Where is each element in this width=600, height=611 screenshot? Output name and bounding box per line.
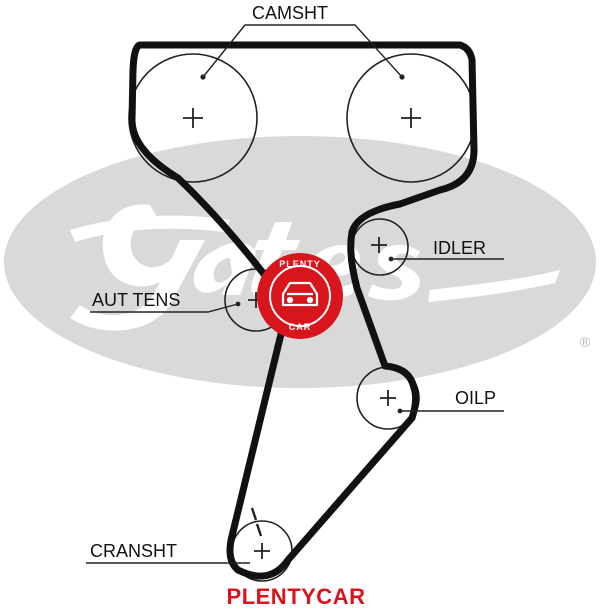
badge-bottom-text: CAR — [289, 322, 312, 332]
camshaft-leader — [202, 24, 403, 78]
plentycar-badge-watermark: PLENTY CAR — [257, 253, 343, 339]
badge-top-text: PLENTY — [279, 259, 321, 269]
svg-text:®: ® — [578, 335, 592, 351]
timing-belt — [128, 41, 478, 580]
crankshaft-timing-mark — [250, 507, 263, 537]
leader-lines — [86, 24, 504, 564]
oil-pump-label: OILP — [455, 388, 496, 408]
camshaft-label: CAMSHT — [252, 3, 328, 23]
auto-tensioner-label: AUT TENS — [92, 290, 180, 310]
brand-watermark-text: PLENTYCAR — [227, 584, 366, 609]
car-icon — [281, 281, 319, 307]
auto-tensioner-leader — [90, 303, 239, 313]
crankshaft-label: CRANSHT — [90, 541, 177, 561]
idler-label: IDLER — [433, 238, 486, 258]
